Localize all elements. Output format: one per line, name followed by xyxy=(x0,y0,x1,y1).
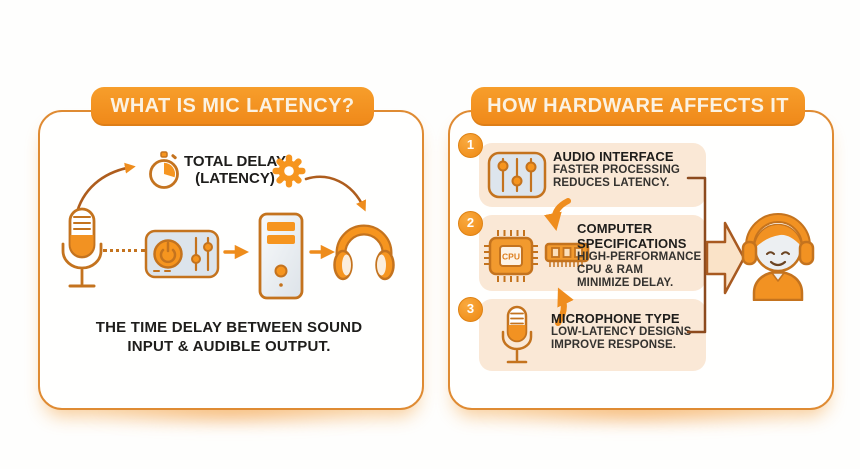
caption-line1: THE TIME DELAY BETWEEN SOUND xyxy=(95,319,363,336)
stopwatch-icon xyxy=(149,151,179,189)
ram-icon xyxy=(544,242,590,267)
left-panel xyxy=(38,110,424,410)
item-1-desc-line1: FASTER PROCESSING xyxy=(553,164,680,176)
item-1-title: AUDIO INTERFACE xyxy=(553,149,674,164)
item-2-desc-line2: CPU & RAM xyxy=(577,264,644,276)
cpu-label: CPU xyxy=(502,252,520,262)
bracket-and-result-arrow xyxy=(686,176,746,334)
step-3-badge: 3 xyxy=(458,297,483,322)
item-3-title: MICROPHONE TYPE xyxy=(551,311,680,326)
caption-line2: INPUT & AUDIBLE OUTPUT. xyxy=(127,338,331,355)
sliders-icon xyxy=(487,151,547,199)
cpu-icon: CPU xyxy=(484,230,538,282)
headphones-icon xyxy=(333,224,395,281)
item-2-desc-line3: MINIMIZE DELAY. xyxy=(577,277,674,289)
item-1-text: AUDIO INTERFACE FASTER PROCESSING REDUCE… xyxy=(553,149,703,190)
item-3-desc-line1: LOW-LATENCY DESIGNS xyxy=(551,326,692,338)
item-2-text: COMPUTER SPECIFICATIONS HIGH-PERFORMANCE… xyxy=(577,221,709,290)
listener-person-icon xyxy=(741,213,815,301)
left-panel-title: WHAT IS MIC LATENCY? xyxy=(91,87,374,126)
step-1-badge: 1 xyxy=(458,133,483,158)
total-delay-line1: TOTAL DELAY xyxy=(184,153,286,170)
big-right-arrow-icon xyxy=(705,221,746,295)
total-delay-line2: (LATENCY) xyxy=(195,170,275,187)
computer-tower-icon xyxy=(258,212,304,300)
arrow-right-icon xyxy=(223,244,249,260)
signal-dotted-line xyxy=(103,249,145,252)
item-1-desc-line2: REDUCES LATENCY. xyxy=(553,177,670,189)
step-2-badge: 2 xyxy=(458,211,483,236)
right-panel-title: HOW HARDWARE AFFECTS IT xyxy=(471,87,805,126)
curved-up-arrow-icon xyxy=(555,287,574,326)
arrow-right-icon xyxy=(309,244,335,260)
item-2-title: COMPUTER SPECIFICATIONS xyxy=(577,221,687,251)
audio-interface-icon xyxy=(144,229,220,279)
curved-down-arrow-icon xyxy=(544,198,571,232)
total-delay-label: TOTAL DELAY (LATENCY) xyxy=(183,153,287,187)
item-2-desc-line1: HIGH-PERFORMANCE xyxy=(577,251,702,263)
curve-arrow-down-icon xyxy=(304,175,366,212)
microphone-icon xyxy=(501,305,533,364)
gear-icon xyxy=(272,154,306,188)
item-3-text: MICROPHONE TYPE LOW-LATENCY DESIGNS IMPR… xyxy=(551,311,711,352)
latency-definition-caption: THE TIME DELAY BETWEEN SOUND INPUT & AUD… xyxy=(66,318,392,356)
microphone-icon xyxy=(61,207,103,288)
item-3-desc-line2: IMPROVE RESPONSE. xyxy=(551,339,677,351)
